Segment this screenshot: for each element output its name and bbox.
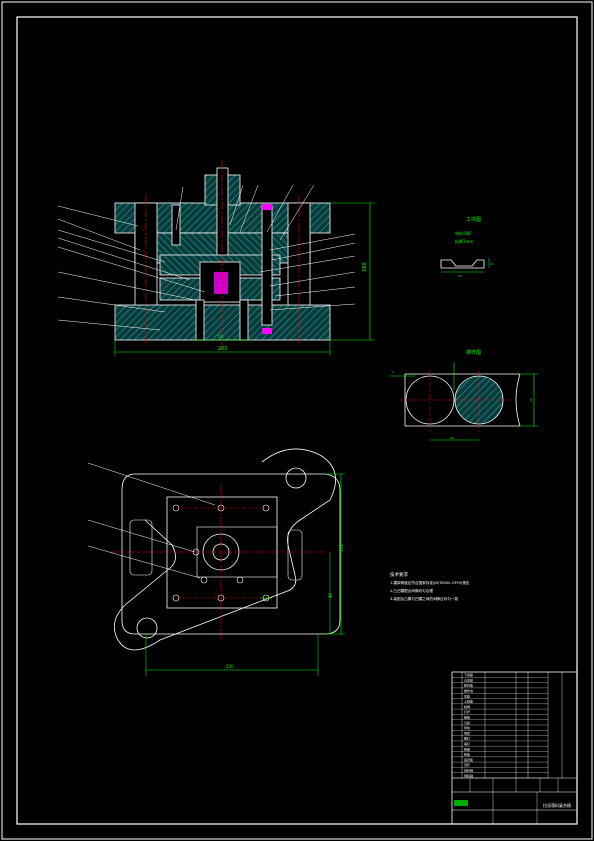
parts-row-label: 卸料板 <box>464 683 473 688</box>
dim-strip-pitch: 38 <box>450 436 454 440</box>
strip-layout <box>390 362 538 441</box>
parts-row-label: 凸模 <box>464 720 470 725</box>
assembly-section-view <box>57 160 375 356</box>
part-profile <box>440 258 490 273</box>
tech-req-title: 技术要求 <box>390 571 408 578</box>
dim-part-height: 10 <box>490 262 494 266</box>
dim-part-width: 56 <box>458 274 462 278</box>
parts-row-label: 上模座 <box>464 699 473 704</box>
parts-row-label: 凸凹模 <box>464 677 473 682</box>
parts-row-label: 弹簧 <box>464 746 470 751</box>
parts-row-label: 垫板 <box>464 752 470 757</box>
dim-strip-gap: 2 <box>392 370 394 374</box>
layout-view-label: 排样图 <box>466 349 481 356</box>
title-block <box>451 671 578 825</box>
dim-assembly-height: 180 <box>362 262 368 272</box>
inner-frame <box>16 16 578 825</box>
parts-row-label: 导柱 <box>464 725 470 730</box>
tech-req-item-2: 2.凸凹模配合间隙均匀合理 <box>390 588 433 593</box>
plan-view <box>87 448 345 676</box>
parts-row-label: 模柄 <box>464 704 470 709</box>
parts-row-label: 螺钉 <box>464 736 470 741</box>
parts-row-label: 推板 <box>464 715 470 720</box>
parts-row-label: 固定板 <box>464 757 473 762</box>
title-block-drawing-title: 拉深落料复合模 <box>543 802 571 808</box>
parts-row-label: 挡料销 <box>464 768 473 773</box>
part-note-thickness: 料厚1mm <box>455 238 473 244</box>
dim-assembly-width: 200 <box>218 346 228 352</box>
part-view-label: 工件图 <box>466 216 481 223</box>
parts-row-label: 打杆 <box>464 709 470 714</box>
title-block-parts-list: 下模座凸凹模卸料板推件块凹模上模座模柄打杆推板凸模导柱导套螺钉销钉弹簧垫板固定板… <box>452 672 548 779</box>
dim-base-width: 220 <box>226 664 234 669</box>
dim-base-right: 90 <box>328 592 333 598</box>
parts-row-label: 销钉 <box>464 741 470 746</box>
part-note-material: 材料:08F <box>455 230 472 236</box>
parts-row-label: 导料销 <box>464 773 473 778</box>
dim-base-height: 154 <box>339 544 344 552</box>
parts-row-label: 顶杆 <box>464 762 470 767</box>
parts-row-label: 下模座 <box>464 672 473 677</box>
parts-row-label: 推件块 <box>464 688 473 693</box>
parts-row-label: 凹模 <box>464 693 470 698</box>
tech-req-item-3: 3.装配后凸模与凹模之间的间隙应均匀一致 <box>390 596 459 601</box>
dim-strip-width: 36 <box>529 398 533 402</box>
tech-req-item-1: 1.模架精度应符合国家标准(JB/T8050-1999)规定 <box>390 580 470 585</box>
dim-assembly-top: 54 <box>218 334 224 339</box>
parts-row-label: 导套 <box>464 730 470 735</box>
